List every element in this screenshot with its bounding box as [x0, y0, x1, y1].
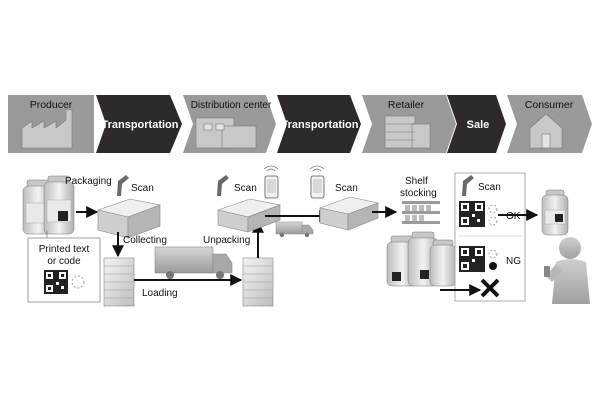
- person-icon: [544, 237, 590, 304]
- label-ok: OK: [506, 211, 521, 222]
- stage-transport-2-label: Transportation: [281, 119, 358, 131]
- stage-sale: Sale: [447, 95, 506, 153]
- label-packaging: Packaging: [65, 176, 112, 187]
- stage-transport-1: Transportation: [96, 95, 182, 153]
- label-printed-line2: or code: [47, 256, 81, 267]
- box-icon: [216, 198, 282, 233]
- stage-producer: Producer: [8, 95, 94, 153]
- ng-dot-icon: [489, 262, 497, 270]
- label-ng: NG: [506, 256, 521, 267]
- house-icon: [529, 113, 563, 149]
- stage-retailer: Retailer: [362, 95, 456, 153]
- barcode-scanner-icon: [462, 175, 474, 196]
- bottle-icon: [541, 189, 569, 236]
- stage-sale-label: Sale: [467, 119, 490, 131]
- truck-icon: [154, 246, 233, 279]
- pallet-stack-icon: [103, 257, 135, 307]
- stage-retailer-label: Retailer: [388, 99, 425, 111]
- smartphone-icon: [263, 165, 279, 199]
- label-printed-line1: Printed text: [39, 244, 90, 255]
- label-scan-right: Scan: [478, 182, 501, 193]
- label-collecting: Collecting: [123, 235, 167, 246]
- label-unpacking: Unpacking: [203, 235, 250, 246]
- store-building-icon: [384, 115, 431, 149]
- barcode-scanner-icon: [217, 175, 229, 196]
- product-bottles-right: [386, 231, 457, 287]
- qr-code-icon: [459, 246, 485, 272]
- warehouse-icon: [195, 117, 257, 149]
- stage-distribution: Distribution center: [183, 95, 276, 153]
- label-scan-mid1: Scan: [234, 183, 257, 194]
- shelf-icon: [402, 201, 440, 224]
- factory-icon: [21, 109, 73, 149]
- qr-code-icon: [459, 201, 485, 227]
- stage-transport-2: Transportation: [277, 95, 361, 153]
- stage-consumer: Consumer: [507, 95, 592, 153]
- stage-producer-label: Producer: [30, 99, 73, 111]
- stage-banner: Producer Transportation Distribution cen…: [8, 95, 592, 153]
- pallet-stack-icon: [242, 257, 274, 307]
- printed-code-callout: Printed text or code: [27, 230, 101, 303]
- bottle-icon: [43, 175, 75, 235]
- box-icon: [96, 198, 162, 239]
- stage-distribution-label: Distribution center: [191, 100, 272, 111]
- barcode-scanner-icon: [117, 175, 129, 196]
- stage-transport-1-label: Transportation: [101, 119, 178, 131]
- qr-code-icon: [44, 270, 68, 294]
- cross-mark-icon: [480, 278, 500, 298]
- label-scan-mid2: Scan: [335, 183, 358, 194]
- label-shelf-line1: Shelf: [405, 176, 428, 187]
- verification-panel: Scan OK NG: [454, 172, 526, 302]
- truck-icon: [275, 221, 314, 238]
- box-icon: [318, 196, 380, 231]
- bottle-icon: [429, 239, 457, 287]
- stage-consumer-label: Consumer: [525, 99, 574, 111]
- label-scan-left: Scan: [131, 183, 154, 194]
- label-shelf-line2: stocking: [400, 188, 437, 199]
- product-bottles-left: [22, 175, 75, 235]
- label-loading: Loading: [142, 288, 178, 299]
- smartphone-icon: [309, 165, 325, 199]
